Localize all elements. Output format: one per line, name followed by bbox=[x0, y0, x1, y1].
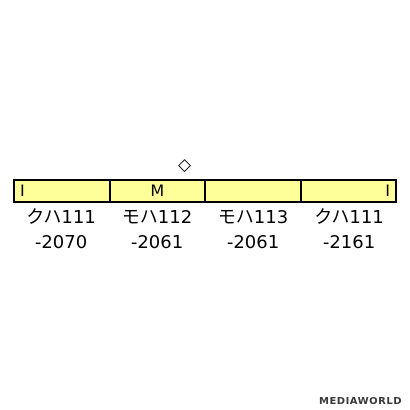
car-3-label: モハ113 -2061 bbox=[205, 205, 301, 255]
car-1-label: クハ111 -2070 bbox=[13, 205, 109, 255]
car-4: I bbox=[301, 181, 395, 201]
car-2-name: モハ112 bbox=[121, 207, 193, 228]
train-formation: I M I bbox=[13, 179, 397, 203]
car-3-number: -2061 bbox=[226, 232, 280, 253]
car-1-number: -2070 bbox=[34, 232, 88, 253]
car-4-name: クハ111 bbox=[314, 207, 384, 228]
car-2-mark: M bbox=[150, 181, 165, 200]
watermark-logo: MEDIAWORLD bbox=[319, 396, 402, 407]
car-3 bbox=[206, 181, 302, 201]
car-1-mark: I bbox=[20, 181, 25, 200]
car-4-number: -2161 bbox=[322, 232, 376, 253]
car-labels: クハ111 -2070 モハ112 -2061 モハ113 -2061 クハ11… bbox=[13, 205, 397, 255]
car-3-name: モハ113 bbox=[217, 207, 289, 228]
pantograph-diamond-icon: ◇ bbox=[177, 155, 192, 175]
car-2-label: モハ112 -2061 bbox=[109, 205, 205, 255]
car-2-number: -2061 bbox=[130, 232, 184, 253]
car-4-label: クハ111 -2161 bbox=[301, 205, 397, 255]
car-1: I bbox=[15, 181, 111, 201]
car-2: M bbox=[110, 181, 206, 201]
car-1-name: クハ111 bbox=[26, 207, 96, 228]
car-4-mark: I bbox=[385, 181, 390, 200]
